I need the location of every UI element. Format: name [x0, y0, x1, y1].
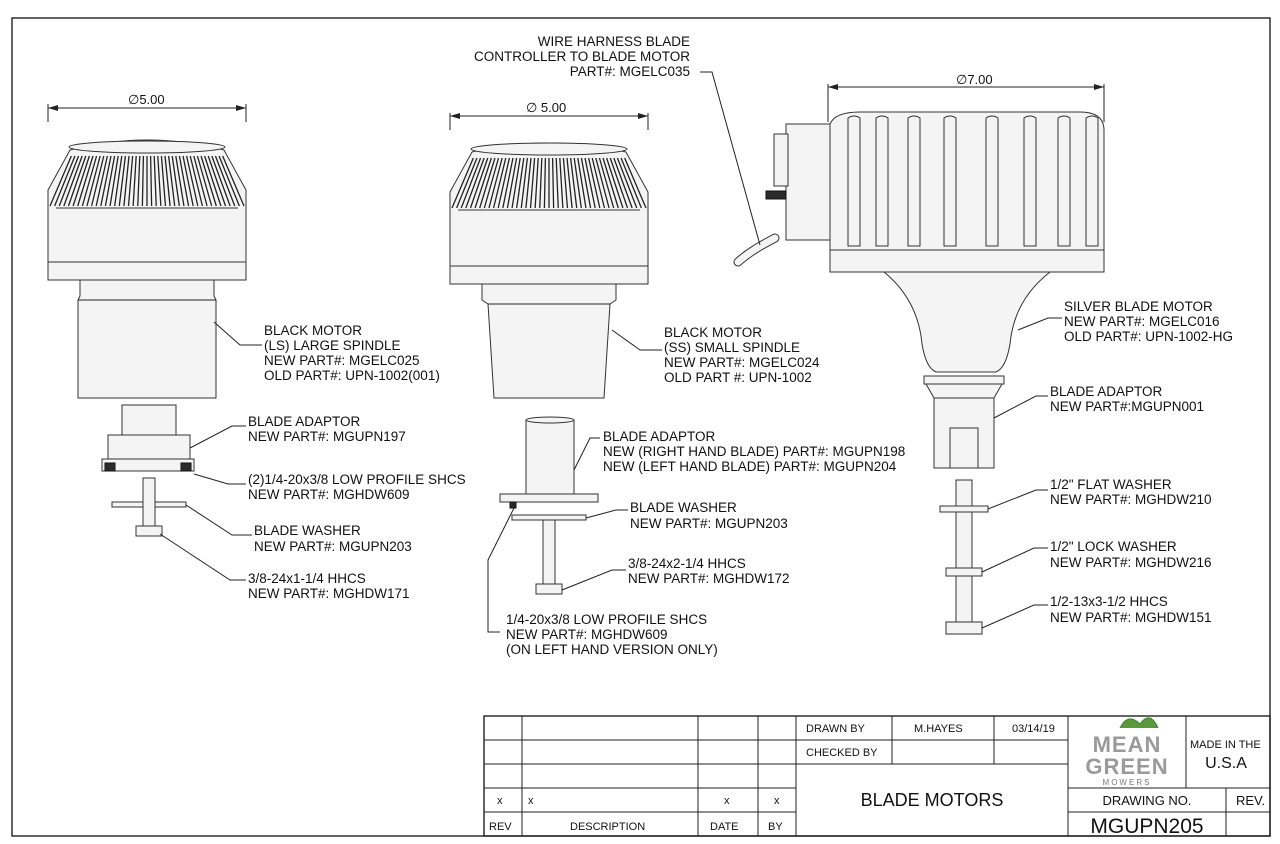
logo-line-2: GREEN [1085, 754, 1168, 779]
callout-silver-motor-3: OLD PART#: UPN-1002-HG [1064, 329, 1233, 344]
middle-callouts: BLACK MOTOR (SS) SMALL SPINDLE NEW PART#… [487, 325, 905, 657]
made-in-line-2: U.S.A [1205, 755, 1247, 772]
callout-black-motor-ss-3: NEW PART#: MGELC024 [664, 355, 820, 370]
callout-flat-washer-2: NEW PART#: MGHDW210 [1050, 492, 1212, 507]
callout-blade-adaptor-right-2: NEW PART#:MGUPN001 [1050, 399, 1204, 414]
wire-harness: WIRE HARNESS BLADE CONTROLLER TO BLADE M… [474, 34, 780, 267]
made-in-line-1: MADE IN THE [1190, 739, 1261, 751]
rev-row-date: x [724, 795, 730, 807]
callout-blade-adaptor-left-2: NEW PART#: MGUPN197 [248, 429, 406, 444]
callout-wire-harness-1: WIRE HARNESS BLADE [538, 34, 690, 49]
callout-black-motor-ls-3: NEW PART#: MGELC025 [264, 353, 420, 368]
callout-lock-washer-2: NEW PART#: MGHDW216 [1050, 555, 1212, 570]
callout-shcs-left-1: (2)1/4-20x3/8 LOW PROFILE SHCS [248, 472, 466, 487]
title-block: x x x x REV DESCRIPTION DATE BY DRAWN BY… [483, 715, 1271, 838]
rev-header-date: DATE [710, 821, 739, 833]
middle-motor-fins [451, 157, 647, 211]
rev-header-description: DESCRIPTION [570, 821, 645, 833]
right-dimension-label: ∅7.00 [956, 72, 993, 87]
left-callouts: BLACK MOTOR (LS) LARGE SPINDLE NEW PART#… [159, 321, 466, 601]
right-motor-assembly: ∅7.00 [765, 72, 1105, 635]
callout-black-motor-ls-1: BLACK MOTOR [264, 323, 362, 338]
logo-line-1: MEAN [1093, 732, 1162, 757]
left-motor-fins [49, 155, 245, 209]
checked-by-label: CHECKED BY [806, 747, 878, 759]
callout-blade-adaptor-mid-1: BLADE ADAPTOR [603, 429, 716, 444]
callout-hhcs-right-2: NEW PART#: MGHDW151 [1050, 610, 1212, 625]
drawing-title: BLADE MOTORS [861, 790, 1004, 810]
rev-header-rev: REV [489, 821, 512, 833]
callout-flat-washer-1: 1/2" FLAT WASHER [1050, 477, 1172, 492]
middle-motor-assembly: ∅ 5.00 [449, 100, 649, 595]
callout-hhcs-right-1: 1/2-13x3-1/2 HHCS [1050, 594, 1168, 609]
callout-blade-washer-left-1: BLADE WASHER [254, 523, 361, 538]
callout-blade-adaptor-mid-3: NEW (LEFT HAND BLADE) PART#: MGUPN204 [603, 459, 897, 474]
mean-green-logo: MEAN GREEN MOWERS [1085, 717, 1168, 787]
callout-black-motor-ss-4: OLD PART #: UPN-1002 [664, 370, 812, 385]
callout-blade-adaptor-right-1: BLADE ADAPTOR [1050, 384, 1163, 399]
rev-row-by: x [774, 795, 780, 807]
drawn-by-value: M.HAYES [914, 723, 963, 735]
drawing-number: MGUPN205 [1090, 815, 1203, 838]
rev-row-description: x [528, 795, 534, 807]
drawn-date: 03/14/19 [1012, 723, 1055, 735]
callout-shcs-left-2: NEW PART#: MGHDW609 [248, 487, 410, 502]
callout-hhcs-mid-1: 3/8-24x2-1/4 HHCS [628, 556, 746, 571]
right-motor-fins [847, 115, 1099, 247]
callout-shcs-mid-3: (ON LEFT HAND VERSION ONLY) [506, 642, 718, 657]
callout-blade-washer-mid-2: NEW PART#: MGUPN203 [630, 516, 788, 531]
callout-black-motor-ls-4: OLD PART#: UPN-1002(001) [264, 368, 440, 383]
rev-header-by: BY [768, 821, 783, 833]
rev-label: REV. [1236, 793, 1265, 808]
rev-row-rev: x [497, 795, 503, 807]
callout-wire-harness-2: CONTROLLER TO BLADE MOTOR [474, 49, 690, 64]
drawn-by-label: DRAWN BY [806, 723, 866, 735]
callout-hhcs-mid-2: NEW PART#: MGHDW172 [628, 571, 790, 586]
callout-silver-motor-1: SILVER BLADE MOTOR [1064, 299, 1213, 314]
right-callouts: SILVER BLADE MOTOR NEW PART#: MGELC016 O… [981, 299, 1233, 629]
callout-hhcs-left-2: NEW PART#: MGHDW171 [248, 586, 410, 601]
logo-line-3: MOWERS [1103, 778, 1152, 787]
callout-black-motor-ss-2: (SS) SMALL SPINDLE [664, 340, 800, 355]
callout-blade-adaptor-mid-2: NEW (RIGHT HAND BLADE) PART#: MGUPN198 [603, 444, 905, 459]
callout-shcs-mid-1: 1/4-20x3/8 LOW PROFILE SHCS [506, 612, 707, 627]
callout-blade-washer-mid-1: BLADE WASHER [630, 500, 737, 515]
drawing-no-label: DRAWING NO. [1102, 793, 1191, 808]
callout-blade-washer-left-2: NEW PART#: MGUPN203 [254, 539, 412, 554]
callout-black-motor-ls-2: (LS) LARGE SPINDLE [264, 338, 401, 353]
callout-lock-washer-1: 1/2" LOCK WASHER [1050, 539, 1177, 554]
callout-hhcs-left-1: 3/8-24x1-1/4 HHCS [248, 571, 366, 586]
middle-dimension-label: ∅ 5.00 [526, 100, 566, 115]
left-dimension-label: ∅5.00 [128, 92, 165, 107]
callout-shcs-mid-2: NEW PART#: MGHDW609 [506, 627, 668, 642]
callout-wire-harness-3: PART#: MGELC035 [570, 64, 690, 79]
callout-blade-adaptor-left-1: BLADE ADAPTOR [248, 414, 361, 429]
callout-black-motor-ss-1: BLACK MOTOR [664, 325, 762, 340]
left-motor-assembly: ∅5.00 [47, 92, 247, 537]
callout-silver-motor-2: NEW PART#: MGELC016 [1064, 314, 1220, 329]
